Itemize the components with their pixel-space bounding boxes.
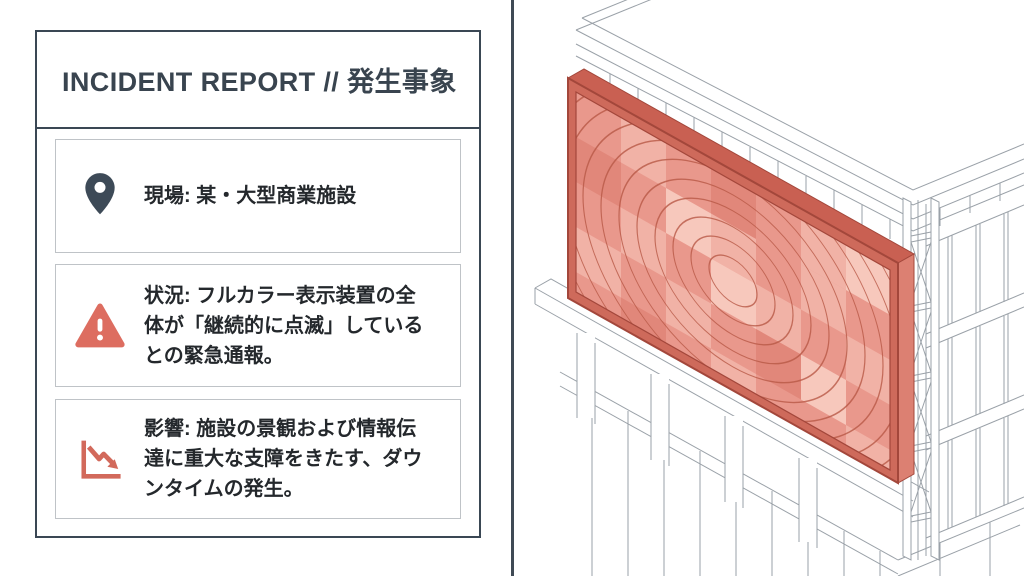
- building-base: [534, 278, 1024, 576]
- building-illustration: [520, 0, 1024, 576]
- status-text: 状況: フルカラー表示装置の全体が「継続的に点滅」しているとの緊急通報。: [144, 284, 424, 367]
- billboard-inner-frame: [575, 90, 891, 472]
- impact-text: 影響: 施設の景観および情報伝達に重大な支障をきたす、ダウンタイムの発生。: [144, 418, 423, 500]
- incident-report-card: INCIDENT REPORT // 発生事象 現場: 某・大型商業施設 状況:…: [35, 30, 481, 538]
- location-text: 現場: 某・大型商業施設: [144, 185, 357, 207]
- vertical-divider: [511, 0, 514, 576]
- building-facade: [917, 200, 1024, 560]
- location-pin-icon: [56, 169, 144, 223]
- info-box-status: 状況: フルカラー表示装置の全体が「継続的に点滅」しているとの緊急通報。: [55, 264, 461, 387]
- building-roof: [575, 0, 1024, 239]
- trend-down-chart-icon: [56, 433, 144, 485]
- info-box-location: 現場: 某・大型商業施設: [55, 139, 461, 253]
- page-title: INCIDENT REPORT // 発生事象: [37, 32, 479, 129]
- billboard-side-face: [897, 253, 915, 484]
- warning-triangle-icon: [56, 302, 144, 350]
- info-box-impact: 影響: 施設の景観および情報伝達に重大な支障をきたす、ダウンタイムの発生。: [55, 399, 461, 519]
